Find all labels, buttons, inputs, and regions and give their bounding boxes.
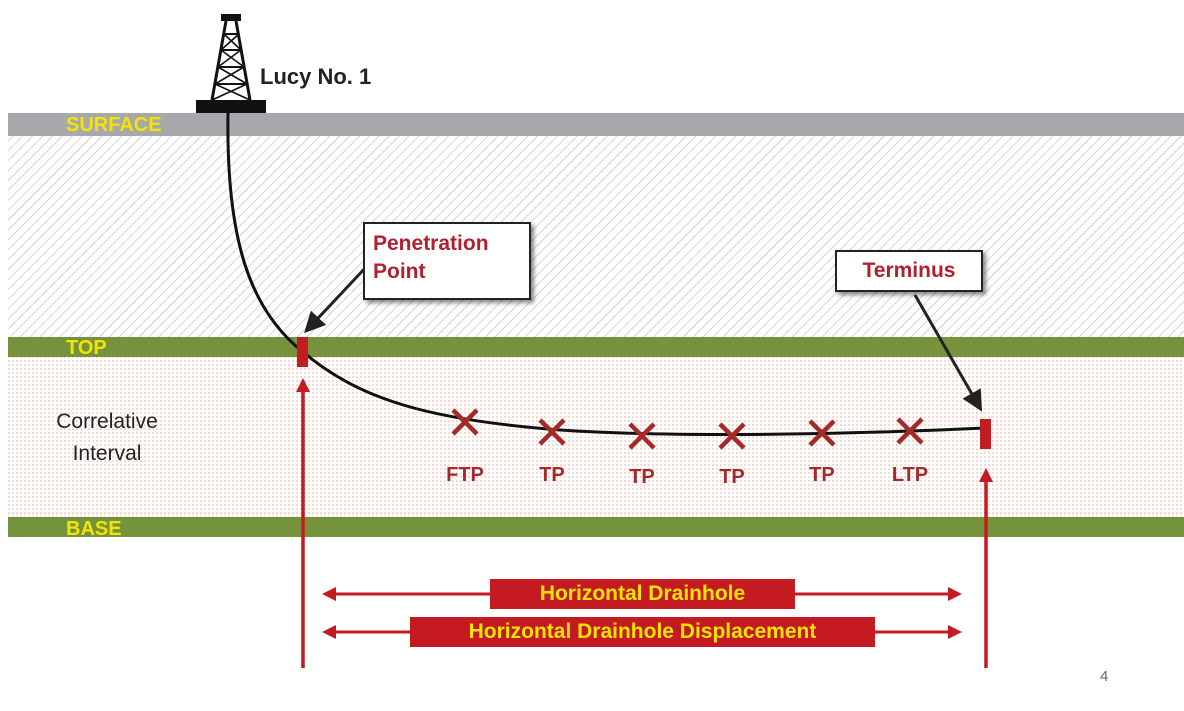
take-point-label-tp-1: TP bbox=[539, 464, 565, 486]
interval-label-line1: Correlative bbox=[56, 410, 158, 433]
take-point-label-tp-3: TP bbox=[719, 466, 745, 488]
penetration-pointer-arrow bbox=[304, 263, 370, 334]
terminus-marker bbox=[980, 419, 991, 449]
take-point-marker-tp-1 bbox=[538, 418, 566, 446]
surface-label: SURFACE bbox=[66, 114, 162, 136]
terminus-pointer-arrow bbox=[913, 294, 983, 412]
penetration-callout-line1: Penetration bbox=[373, 232, 489, 255]
overburden-zone bbox=[8, 136, 1184, 337]
displacement-banner: Horizontal Drainhole Displacement bbox=[410, 617, 875, 647]
top-label: TOP bbox=[66, 337, 107, 359]
oil-derrick-icon bbox=[196, 14, 266, 113]
wellbore-path bbox=[226, 112, 986, 436]
take-point-label-tp-2: TP bbox=[629, 466, 655, 488]
correlative-interval-label: Correlative Interval bbox=[22, 406, 192, 470]
interval-label-line2: Interval bbox=[72, 442, 142, 465]
penetration-point-callout: Penetration Point bbox=[363, 222, 531, 300]
take-point-marker-tp-3 bbox=[718, 422, 746, 450]
take-point-label-ftp: FTP bbox=[446, 464, 484, 486]
well-name: Lucy No. 1 bbox=[260, 64, 372, 89]
take-point-marker-tp-4 bbox=[808, 419, 836, 447]
take-point-marker-ftp bbox=[451, 408, 479, 436]
take-point-marker-ltp bbox=[896, 417, 924, 445]
terminus-callout-label: Terminus bbox=[862, 259, 956, 282]
base-band bbox=[8, 517, 1184, 537]
drainhole-banner: Horizontal Drainhole bbox=[490, 579, 795, 609]
take-point-marker-tp-2 bbox=[628, 422, 656, 450]
take-point-label-tp-4: TP bbox=[809, 464, 835, 486]
take-point-markers bbox=[451, 408, 924, 450]
penetration-point-marker bbox=[297, 337, 308, 367]
take-point-label-ltp: LTP bbox=[891, 464, 929, 486]
penetration-callout-line2: Point bbox=[373, 260, 426, 283]
page-number: 4 bbox=[1100, 668, 1109, 685]
terminus-callout: Terminus bbox=[835, 250, 983, 292]
surface-band bbox=[8, 113, 1184, 136]
top-band bbox=[8, 337, 1184, 357]
base-label: BASE bbox=[66, 518, 122, 540]
vertical-extension-lines bbox=[296, 378, 993, 668]
